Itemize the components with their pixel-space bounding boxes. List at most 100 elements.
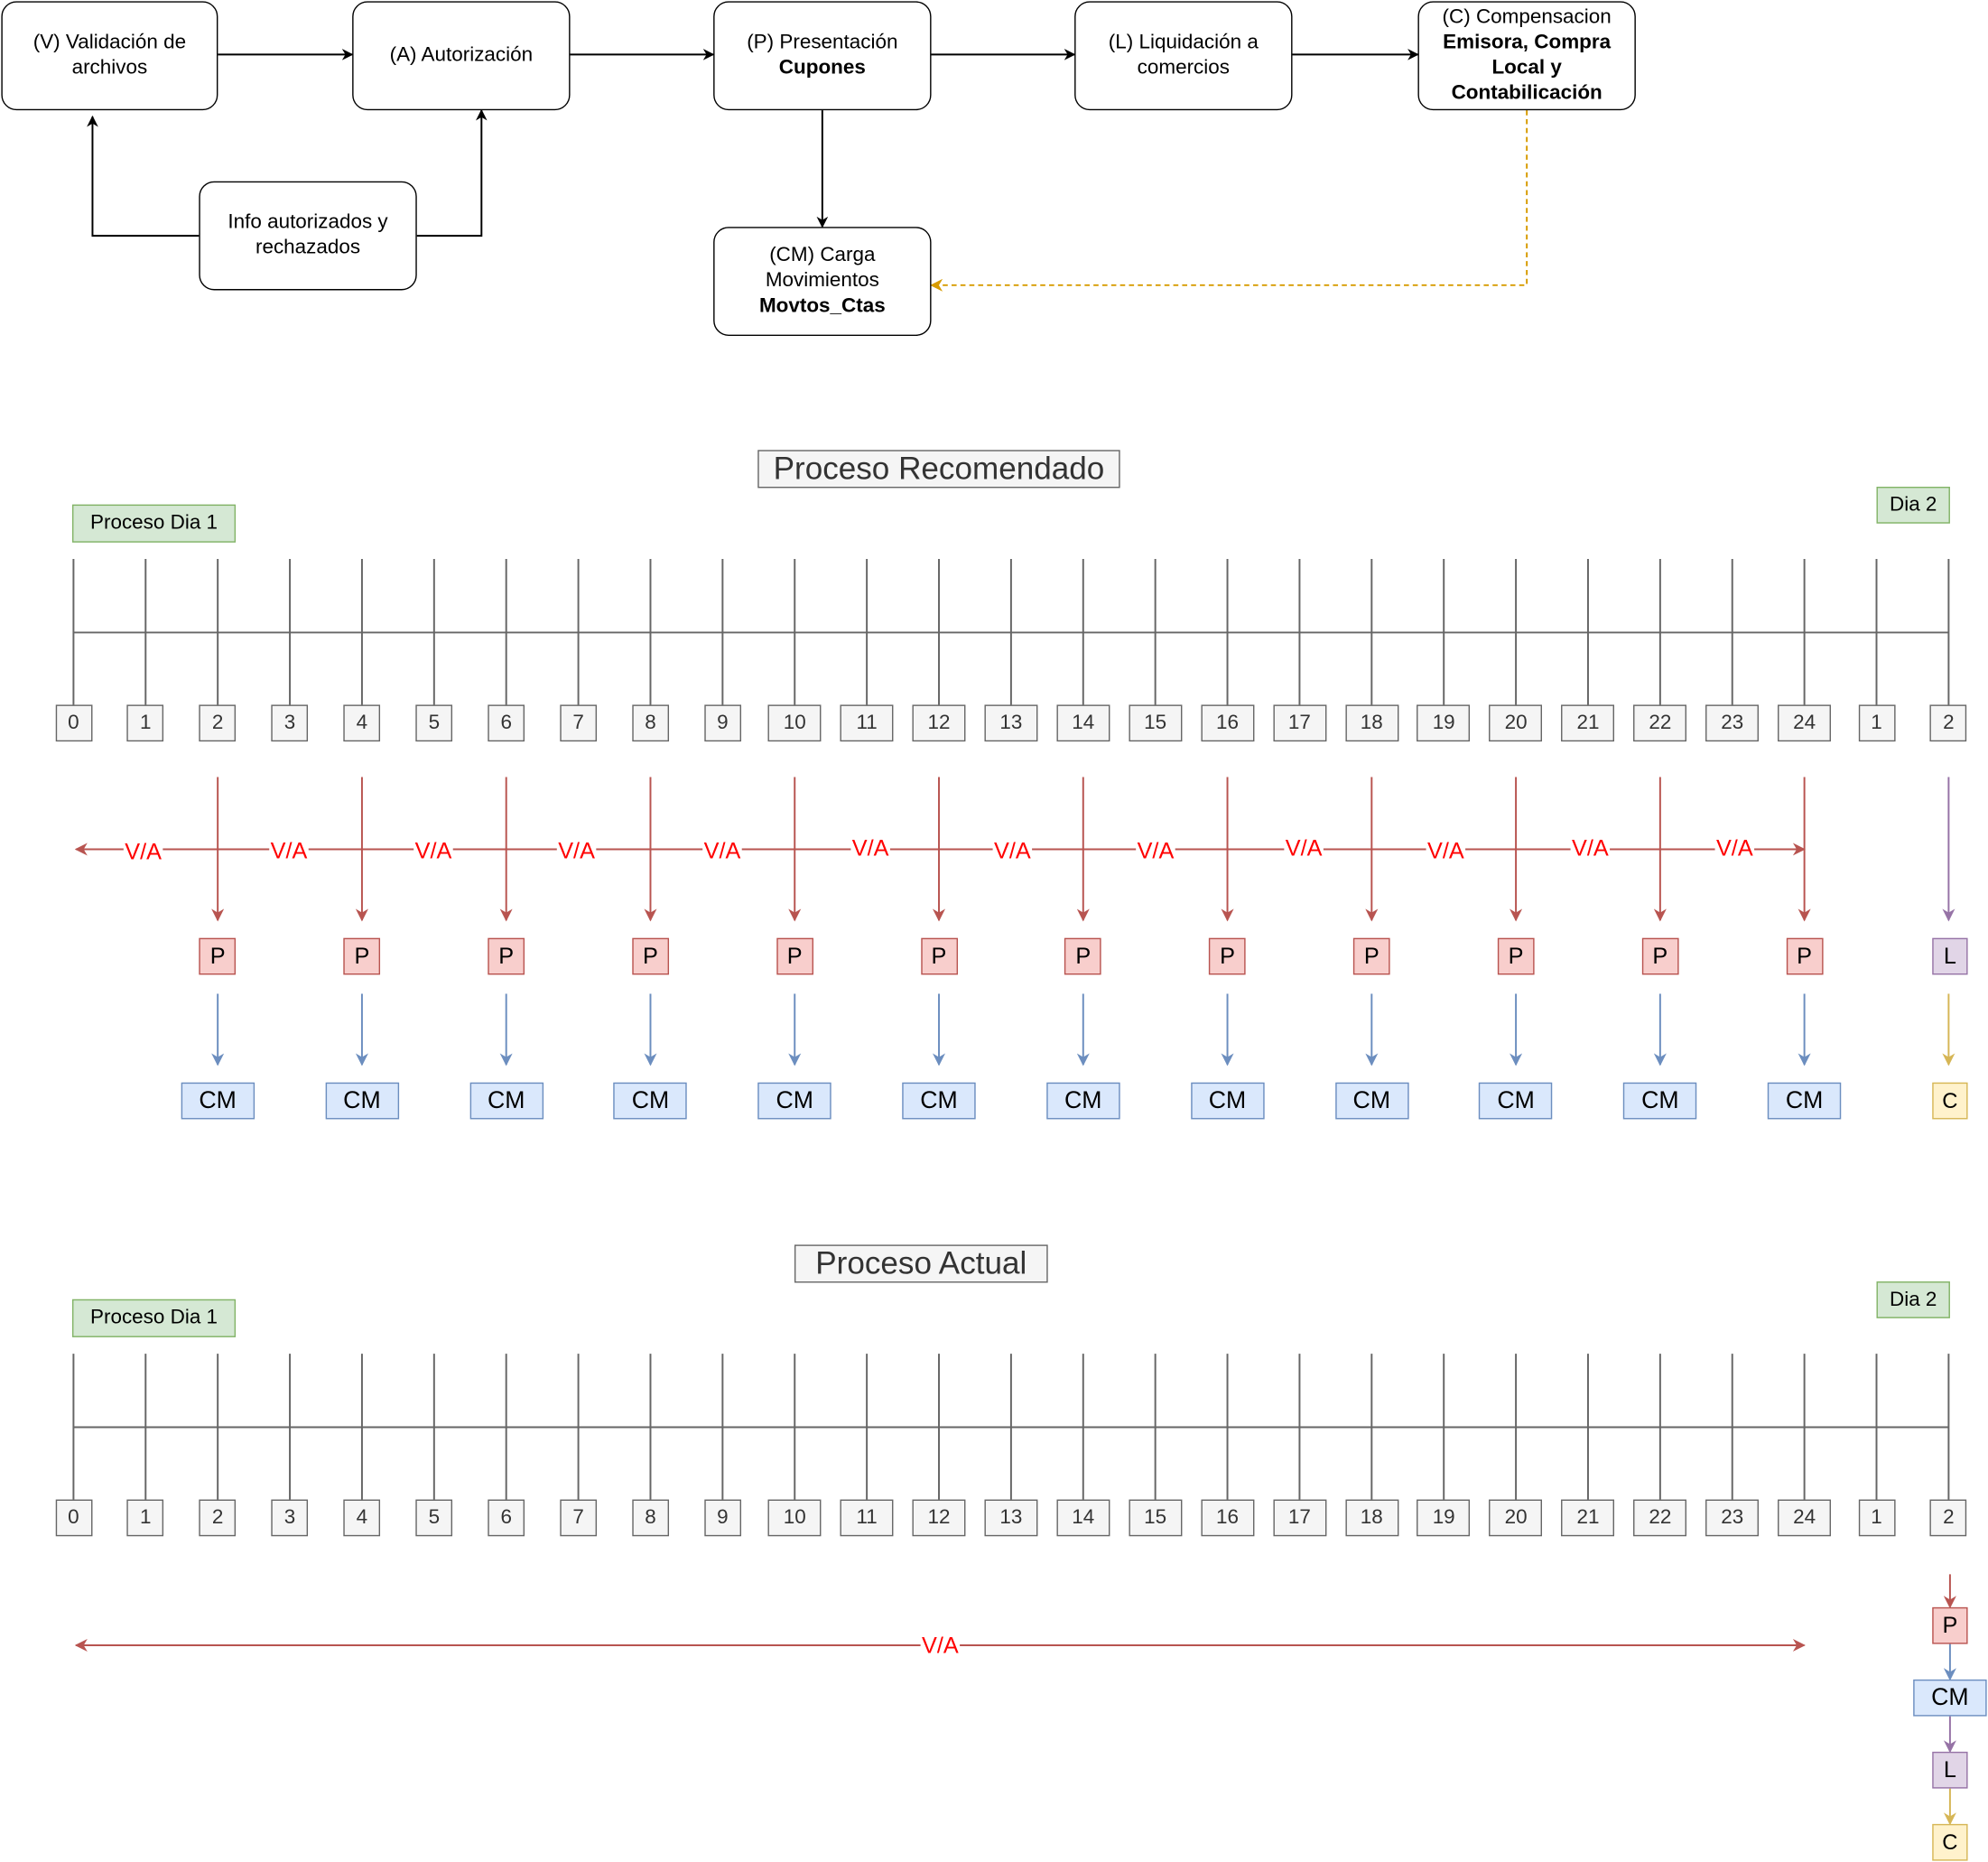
recomendado-day1-text: Proceso Dia 1	[89, 512, 218, 534]
recomendado-hour-label: 5	[415, 704, 453, 742]
actual-hour-label: 2	[199, 1499, 237, 1537]
recomendado-va-label: V/A	[702, 837, 742, 863]
actual-hour-label: 11	[840, 1499, 894, 1537]
actual-cm-text: CM	[1931, 1683, 1969, 1711]
recomendado-cm-box: CM	[1334, 1082, 1409, 1120]
recomendado-cm-box: CM	[1767, 1082, 1842, 1120]
recomendado-arrows	[74, 777, 1955, 1066]
recomendado-hour-label: 11	[840, 704, 894, 742]
actual-title-text: Proceso Actual	[815, 1245, 1027, 1281]
recomendado-hour-label: 22	[1633, 704, 1687, 742]
actual-c-text: C	[1942, 1829, 1958, 1854]
actual-hour-label: 12	[912, 1499, 966, 1537]
node-carga-bold: Movtos_Ctas	[758, 295, 886, 317]
recomendado-va-label: V/A	[1714, 835, 1755, 861]
actual-hour-label: 16	[1201, 1499, 1255, 1537]
actual-c-box: C	[1932, 1823, 1968, 1861]
recomendado-cm-box: CM	[1190, 1082, 1265, 1120]
recomendado-va-label: V/A	[556, 837, 597, 863]
recomendado-hour-label: 16	[1201, 704, 1255, 742]
actual-hour-label: 23	[1705, 1499, 1760, 1537]
recomendado-hour-label: 8	[632, 704, 669, 742]
recomendado-hour-label: 19	[1417, 704, 1471, 742]
node-compensacion: (C) Compensacion Emisora, Compra Local y…	[1417, 1, 1636, 111]
recomendado-p-box: P	[920, 937, 958, 975]
recomendado-cm-box: CM	[1479, 1082, 1553, 1120]
recomendado-title: Proceso Recomendado	[757, 450, 1120, 489]
recomendado-va-label: V/A	[413, 837, 453, 863]
recomendado-title-text: Proceso Recomendado	[773, 451, 1105, 487]
actual-hour-label: 3	[271, 1499, 309, 1537]
actual-hour-label: 7	[560, 1499, 597, 1537]
actual-hour-label: 5	[415, 1499, 453, 1537]
recomendado-hour-label: 17	[1272, 704, 1326, 742]
recomendado-p-box: P	[199, 937, 237, 975]
actual-hour-label: 21	[1561, 1499, 1615, 1537]
node-info-label: Info autorizados y rechazados	[228, 211, 388, 259]
recomendado-va-label: V/A	[1426, 837, 1466, 863]
actual-hour-label: 4	[343, 1499, 381, 1537]
actual-hour-label: 1	[1858, 1499, 1895, 1537]
recomendado-va-label: V/A	[269, 837, 309, 863]
recomendado-p-box: P	[1641, 937, 1679, 975]
recomendado-va-label: V/A	[123, 839, 163, 865]
recomendado-hour-label: 14	[1056, 704, 1110, 742]
recomendado-p-box: P	[1064, 937, 1102, 975]
recomendado-cm-box: CM	[1623, 1082, 1697, 1120]
node-autorizacion: (A) Autorización	[352, 1, 571, 111]
actual-arrows	[74, 1574, 1956, 1826]
recomendado-p-box: P	[1786, 937, 1823, 975]
actual-hour-label: 2	[1930, 1499, 1967, 1537]
actual-hour-label: 19	[1417, 1499, 1471, 1537]
actual-hour-label: 18	[1344, 1499, 1398, 1537]
recomendado-hour-label: 7	[560, 704, 597, 742]
actual-day1-badge: Proceso Dia 1	[71, 1299, 237, 1337]
actual-hour-label: 13	[984, 1499, 1038, 1537]
actual-p-text: P	[1942, 1612, 1958, 1638]
recomendado-va-label: V/A	[1284, 835, 1324, 861]
node-presentacion-bold: Cupones	[778, 57, 866, 79]
timeline-actual	[72, 1354, 1950, 1500]
recomendado-day2-text: Dia 2	[1889, 493, 1937, 516]
actual-hour-label: 1	[126, 1499, 164, 1537]
node-compensacion-bold: Emisora, Compra Local y Contabilicación	[1443, 32, 1612, 105]
recomendado-l-box: L	[1932, 937, 1968, 975]
recomendado-p-box: P	[776, 937, 813, 975]
recomendado-hour-label: 4	[343, 704, 381, 742]
node-carga: (CM) Carga Movimientos Movtos_Ctas	[713, 227, 932, 336]
recomendado-day1-badge: Proceso Dia 1	[71, 504, 237, 543]
recomendado-hour-label: 24	[1778, 704, 1832, 742]
actual-hour-label: 0	[55, 1499, 92, 1537]
recomendado-hour-label: 1	[126, 704, 164, 742]
actual-hour-label: 8	[632, 1499, 669, 1537]
actual-cm-box: CM	[1913, 1679, 1987, 1717]
recomendado-hour-label: 18	[1344, 704, 1398, 742]
recomendado-p-box: P	[1352, 937, 1390, 975]
actual-day2-badge: Dia 2	[1876, 1281, 1950, 1318]
recomendado-hour-label: 23	[1705, 704, 1760, 742]
node-autorizacion-label: (A) Autorización	[389, 44, 534, 66]
actual-hour-label: 14	[1056, 1499, 1110, 1537]
actual-hour-label: 17	[1272, 1499, 1326, 1537]
recomendado-va-label: V/A	[850, 835, 890, 861]
recomendado-cm-box: CM	[181, 1082, 255, 1120]
actual-l-box: L	[1932, 1751, 1968, 1789]
actual-hour-label: 9	[703, 1499, 741, 1537]
recomendado-hour-label: 15	[1129, 704, 1183, 742]
recomendado-hour-label: 9	[703, 704, 741, 742]
node-presentacion: (P) Presentación Cupones	[713, 1, 932, 111]
recomendado-cm-box: CM	[757, 1082, 831, 1120]
recomendado-hour-label: 21	[1561, 704, 1615, 742]
recomendado-va-label: V/A	[992, 837, 1033, 863]
recomendado-c-box: C	[1932, 1082, 1968, 1120]
recomendado-cm-box: CM	[613, 1082, 688, 1120]
recomendado-cm-box: CM	[325, 1082, 399, 1120]
flow-connectors	[87, 49, 1528, 292]
node-liquidacion: (L) Liquidación a comercios	[1074, 1, 1293, 111]
recomendado-cm-box: CM	[902, 1082, 976, 1120]
recomendado-hour-label: 12	[912, 704, 966, 742]
node-presentacion-label: (P) Presentación	[747, 32, 898, 53]
recomendado-hour-label: 2	[199, 704, 237, 742]
recomendado-p-box: P	[632, 937, 669, 975]
